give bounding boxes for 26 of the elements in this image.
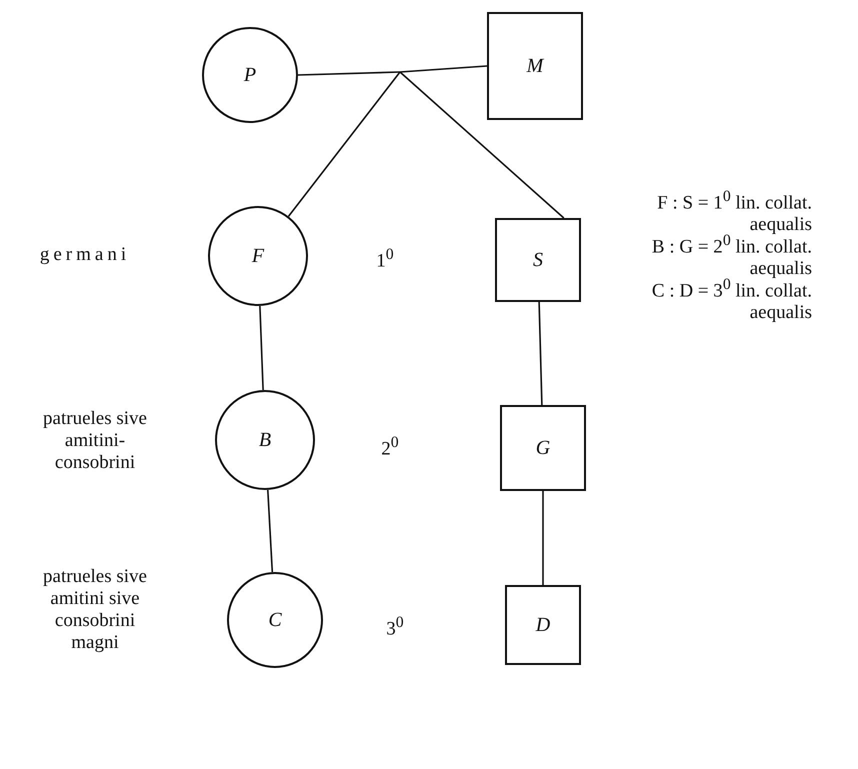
connector-line [298, 71, 400, 76]
generation-label: germani [38, 244, 132, 266]
node-letter: M [526, 54, 544, 78]
generation-label: patrueles sive amitini-consobrini [42, 408, 148, 474]
square-node [495, 218, 581, 302]
square-node [487, 12, 583, 120]
connector-line [267, 490, 274, 572]
connector-line [542, 491, 544, 585]
connector-line [400, 65, 488, 73]
degree-label: 2$^{0}$ [380, 433, 400, 460]
generation-label: patrueles sive amitini sive consobrini magni [42, 566, 148, 654]
node-letter: C [268, 608, 282, 632]
node-letter: P [244, 64, 256, 86]
degree-label: 1$^{0}$ [375, 245, 395, 272]
node-letter: G [536, 436, 550, 460]
node-letter: S [533, 248, 543, 272]
degree-label: 3$^{0}$ [385, 613, 405, 640]
connector-line [538, 302, 543, 406]
connector-line [259, 306, 264, 390]
connector-line [288, 72, 401, 217]
node-letter: F [252, 244, 264, 268]
node-letter: B [258, 428, 272, 452]
connector-line [399, 71, 564, 219]
square-node [505, 585, 581, 665]
node-letter: D [536, 614, 550, 636]
square-node [500, 405, 586, 491]
